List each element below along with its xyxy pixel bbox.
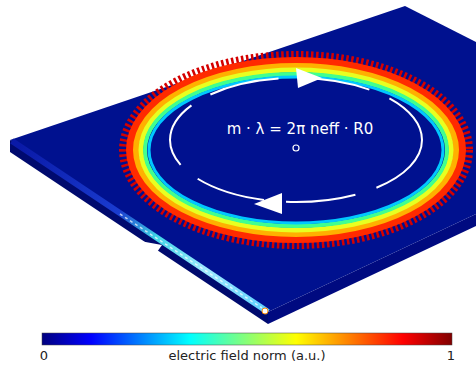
ring-field-red [130,61,462,239]
scale-title: electric field norm (a.u.) [169,348,326,363]
ring-field-green [145,74,447,226]
bus-waveguide [12,141,268,312]
waveguide-port [262,308,268,314]
colorbar [42,333,452,345]
ring-field-orange [136,66,456,234]
waveguide-highlight [120,214,262,308]
scale-max-label: 1 [447,348,455,363]
center-dot [293,145,299,151]
formula-label: m · λ = 2π neff · R0 [227,120,374,138]
ring-field-cyan [149,77,443,223]
slab-top [10,6,476,312]
arrow-head-bottom [254,193,282,214]
input-arrow-line [152,249,225,298]
circulation-path [170,78,422,202]
input-arrow-head [140,241,162,259]
arrow-head-top [296,68,322,88]
scale-min-label: 0 [40,348,48,363]
ring-field-yellow [141,70,451,230]
ring-spikes [124,56,468,244]
